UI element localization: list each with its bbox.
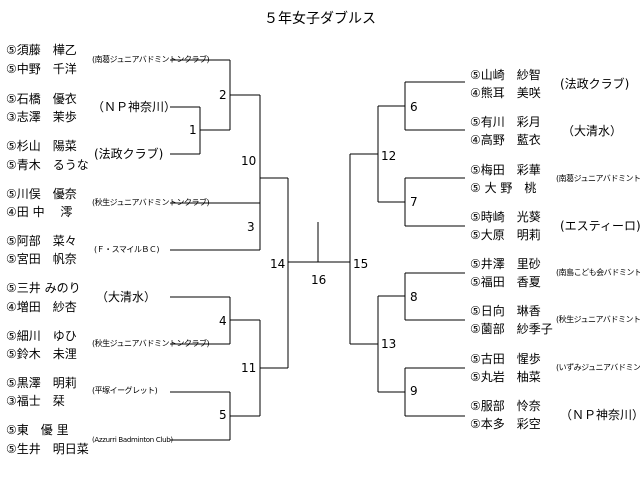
right-entry-2-player-1: ⑤有川 彩月 bbox=[470, 115, 541, 129]
left-entry-3-player-2: ⑤青木 るうな bbox=[6, 158, 89, 172]
left-entry-9-player-1: ⑤東 優 里 bbox=[6, 423, 69, 437]
right-entry-3-player-1: ⑤梅田 彩華 bbox=[470, 163, 541, 177]
left-entry-4-club: (秋生ジュニアバドミントンクラブ) bbox=[92, 198, 210, 207]
right-entry-4-player-1: ⑤時崎 光葵 bbox=[470, 210, 541, 224]
right-entry-8-club: （ＮＰ神奈川） bbox=[560, 408, 640, 422]
left-entry-8-player-1: ⑤黒澤 明莉 bbox=[6, 376, 77, 390]
match-number-13: 13 bbox=[381, 337, 397, 351]
right-entry-3-player-2: ⑤ 大 野 桃 bbox=[470, 181, 537, 195]
left-entry-1-player-2: ⑤中野 千洋 bbox=[6, 62, 77, 76]
right-entry-6-player-2: ⑤薗部 紗季子 bbox=[470, 322, 553, 336]
right-entry-8-player-2: ⑤本多 彩空 bbox=[470, 417, 541, 431]
right-entry-2-club: （大清水） bbox=[562, 124, 623, 138]
right-entry-1-club: (法政クラブ) bbox=[560, 77, 630, 91]
left-entry-6-player-2: ④増田 紗杏 bbox=[6, 300, 77, 314]
right-entry-6-player-1: ⑤日向 琳香 bbox=[470, 304, 541, 318]
right-entry-4-club: (エスティーロ) bbox=[560, 219, 640, 233]
left-entry-1-player-1: ⑤須藤 樺乙 bbox=[6, 43, 77, 57]
match-number-14: 14 bbox=[270, 257, 286, 271]
left-entry-3-player-1: ⑤杉山 陽菜 bbox=[6, 139, 77, 153]
match-number-1: 1 bbox=[189, 123, 197, 137]
right-entry-1-player-1: ⑤山崎 紗智 bbox=[470, 68, 541, 82]
right-entry-6-club: (秋生ジュニアバドミントンクラブ) bbox=[556, 315, 640, 324]
match-number-11: 11 bbox=[241, 361, 257, 375]
match-number-6: 6 bbox=[410, 100, 418, 114]
right-entry-7-player-1: ⑤古田 惺歩 bbox=[470, 352, 541, 366]
right-entry-7-club: (いずみジュニアバドミントンクラブ) bbox=[556, 363, 640, 372]
left-entry-2-player-1: ⑤石橋 優衣 bbox=[6, 92, 77, 106]
left-entry-4-player-2: ④田 中 澪 bbox=[6, 205, 73, 219]
match-number-9: 9 bbox=[410, 384, 418, 398]
left-entry-2-player-2: ③志澤 茉歩 bbox=[6, 110, 77, 124]
left-entry-5-club: (Ｆ・スマイルＢＣ) bbox=[94, 245, 160, 254]
right-entry-5-club: (南島こども会バドミントン部) bbox=[556, 268, 640, 277]
page-title: ５年女子ダブルス bbox=[264, 11, 376, 27]
left-entry-1-club: (南葛ジュニアバドミントンクラブ) bbox=[92, 55, 210, 64]
right-entry-4-player-2: ⑤大原 明莉 bbox=[470, 228, 541, 242]
right-entry-8-player-1: ⑤服部 怜奈 bbox=[470, 399, 541, 413]
match-number-12: 12 bbox=[381, 149, 397, 163]
left-entry-6-player-1: ⑤三井 みのり bbox=[6, 281, 81, 295]
match-number-10: 10 bbox=[241, 154, 257, 168]
left-entry-2-club: （ＮＰ神奈川） bbox=[92, 100, 177, 114]
match-number-2: 2 bbox=[219, 88, 227, 102]
right-entry-5-player-2: ⑤福田 香夏 bbox=[470, 275, 541, 289]
match-number-16: 16 bbox=[311, 273, 327, 287]
left-entry-8-club: (平塚イーグレット) bbox=[92, 386, 158, 395]
left-entry-9-club: (Azzurri Badminton Club) bbox=[92, 436, 173, 444]
left-entry-5-player-1: ⑤阿部 菜々 bbox=[6, 234, 77, 248]
left-entry-8-player-2: ③福士 栞 bbox=[6, 394, 65, 408]
match-number-4: 4 bbox=[219, 314, 227, 328]
right-entry-3-club: (南葛ジュニアバドミントンクラブ) bbox=[556, 174, 640, 183]
right-entry-2-player-2: ④高野 藍衣 bbox=[470, 133, 541, 147]
left-entry-6-club: （大清水） bbox=[96, 290, 157, 304]
left-entry-7-player-1: ⑤細川 ゆひ bbox=[6, 329, 77, 343]
right-entry-1-player-2: ④熊耳 美咲 bbox=[470, 86, 541, 100]
left-entry-7-club: (秋生ジュニアバドミントンクラブ) bbox=[92, 339, 210, 348]
left-entry-7-player-2: ⑤鈴木 未浬 bbox=[6, 347, 77, 361]
left-entry-4-player-1: ⑤川俣 優奈 bbox=[6, 187, 77, 201]
left-entry-9-player-2: ⑤生井 明日菜 bbox=[6, 442, 89, 456]
match-number-15: 15 bbox=[353, 257, 369, 271]
right-entry-7-player-2: ⑤丸岩 柚菜 bbox=[470, 370, 541, 384]
left-entry-3-club: (法政クラブ) bbox=[94, 147, 164, 161]
right-entry-5-player-1: ⑤井澤 里砂 bbox=[470, 257, 541, 271]
left-entry-5-player-2: ⑤宮田 帆奈 bbox=[6, 252, 77, 266]
match-number-5: 5 bbox=[219, 408, 227, 422]
match-number-7: 7 bbox=[410, 195, 418, 209]
match-number-8: 8 bbox=[410, 290, 418, 304]
match-number-3: 3 bbox=[247, 220, 255, 234]
